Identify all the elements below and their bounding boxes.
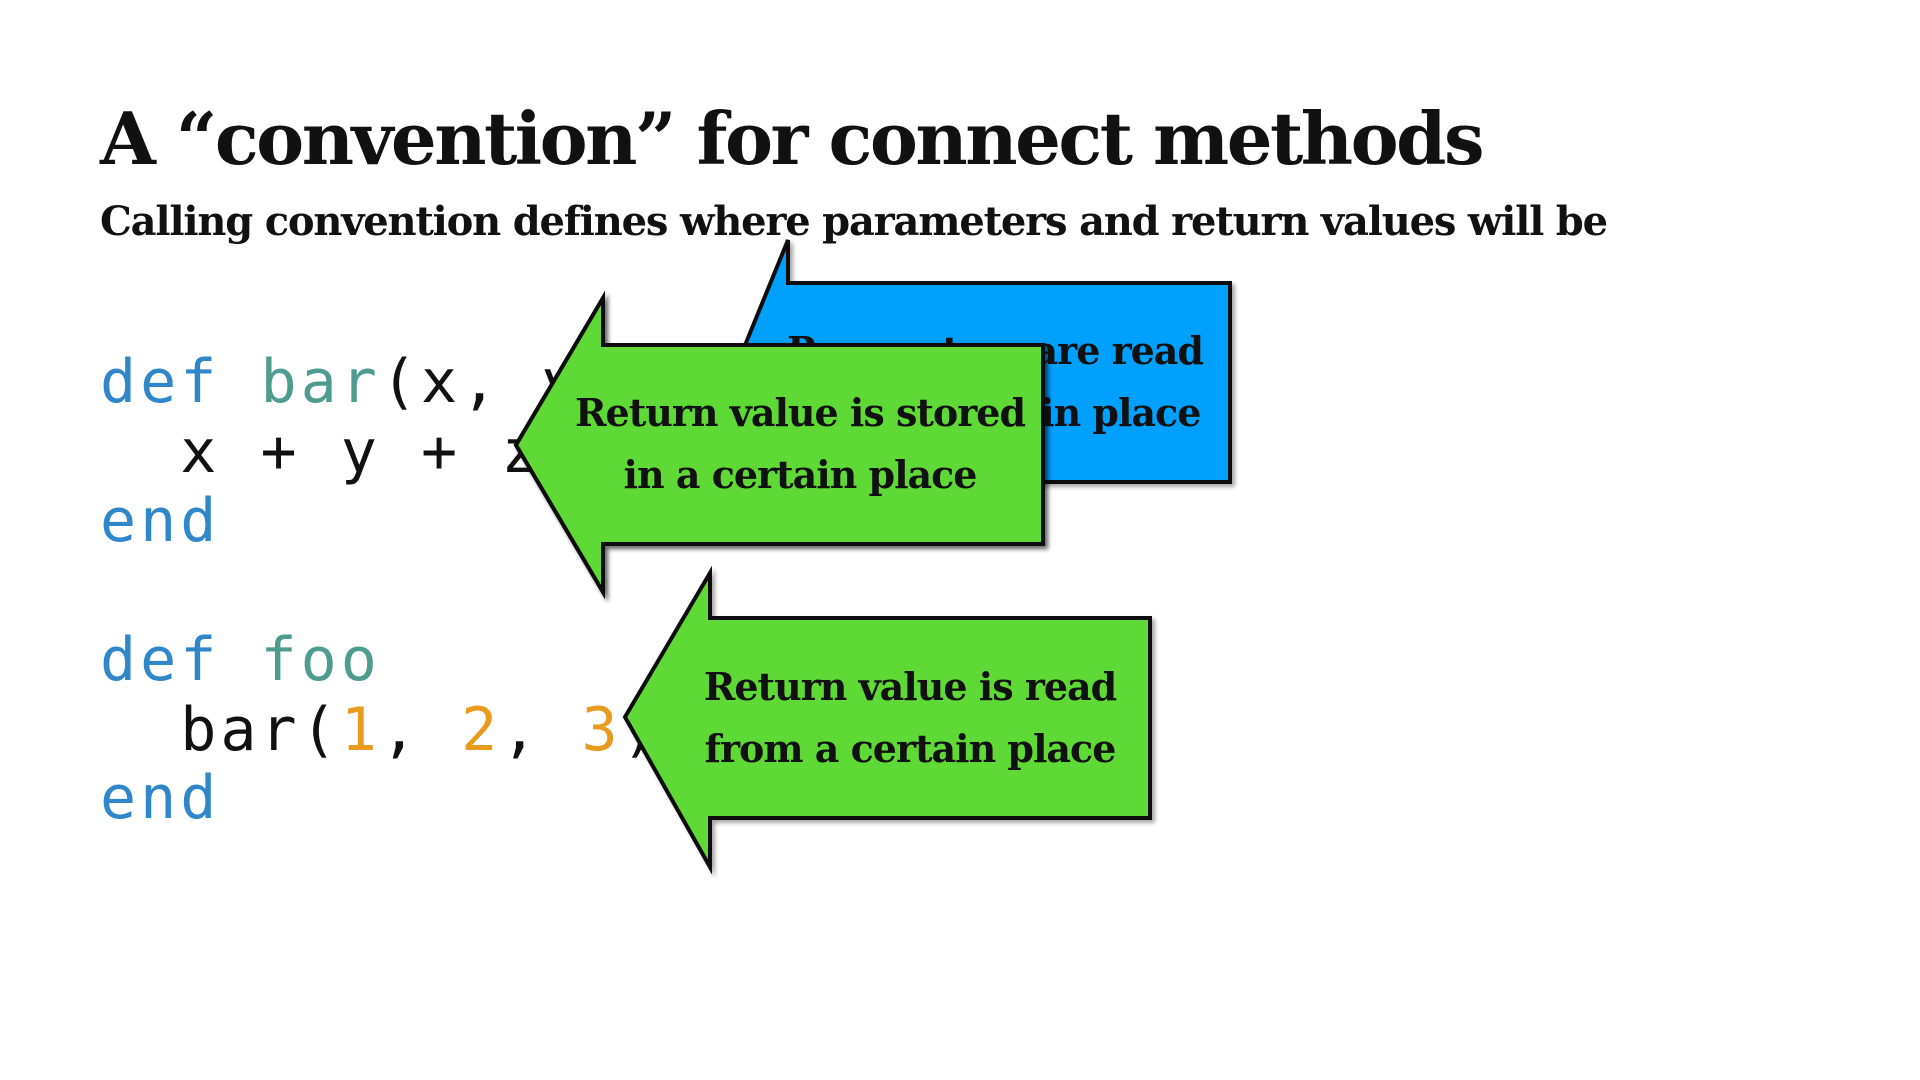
- code-function-name: bar: [260, 347, 381, 417]
- callout-return-stored-line2: in a certain place: [623, 452, 978, 497]
- code-keyword: def: [100, 347, 221, 417]
- callout-return-read-line1: Return value is read: [703, 664, 1117, 709]
- code-keyword: def: [100, 625, 221, 695]
- callout-return-stored-line1: Return value is stored: [574, 390, 1026, 435]
- code-number: 2: [461, 695, 502, 765]
- code-line-end: end: [100, 768, 220, 828]
- green-arrow-return-read-shape: [622, 565, 1152, 875]
- code-keyword: end: [100, 763, 221, 833]
- green-arrow-return-stored-overlay: [513, 290, 1045, 600]
- slide-title: A “convention” for connect methods: [100, 96, 1485, 181]
- code-number: 3: [581, 695, 622, 765]
- code-number: 1: [340, 695, 381, 765]
- code-separator: ,: [380, 695, 462, 765]
- code-keyword: end: [100, 486, 221, 556]
- callout-return-stored-text: Return value is stored in a certain plac…: [560, 382, 1040, 506]
- code-separator: ,: [501, 695, 582, 765]
- callout-return-read-line2: from a certain place: [704, 726, 1117, 771]
- code-function-name: foo: [260, 625, 381, 695]
- code-line-end: end: [100, 491, 220, 551]
- callout-return-read-text: Return value is read from a certain plac…: [670, 656, 1150, 780]
- code-line-def-foo: def foo: [100, 630, 381, 690]
- code-line-body: x + y + z: [100, 417, 542, 487]
- slide-subtitle: Calling convention defines where paramet…: [100, 198, 1608, 245]
- code-call: bar(: [100, 695, 341, 765]
